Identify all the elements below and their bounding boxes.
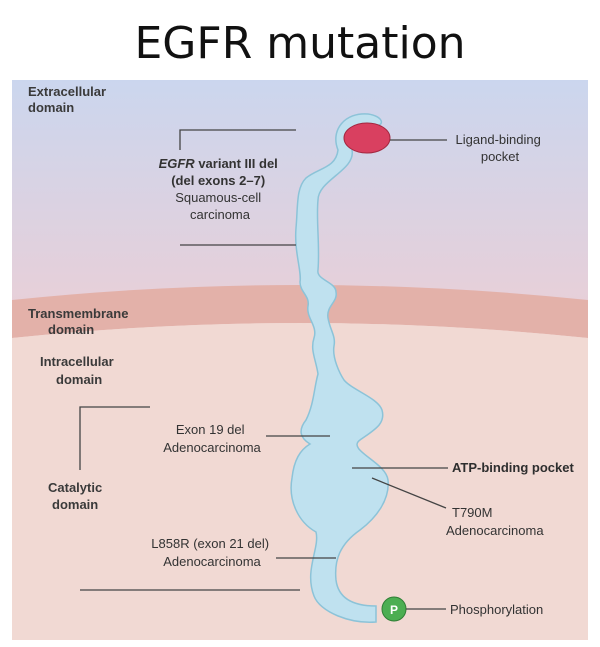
egfr-protein	[290, 113, 389, 623]
cell-membrane	[12, 285, 588, 338]
catalytic-label: Catalytic domain	[48, 480, 106, 512]
intracellular-label: Intracellular domain	[40, 354, 117, 387]
exon19-label: Exon 19 del Adenocarcinoma	[163, 422, 261, 455]
page-title: EGFR mutation	[134, 18, 466, 69]
t790m-pointer-line	[371, 477, 447, 509]
phosphate-symbol: P	[390, 603, 398, 617]
ligand-pocket-label: Ligand-binding pocket	[456, 132, 545, 164]
l858r-label: L858R (exon 21 del) Adenocarcinoma	[151, 536, 272, 569]
catalytic-bracket	[79, 406, 150, 470]
ligand-molecule	[343, 122, 391, 154]
t790m-label: T790M Adenocarcinoma	[446, 505, 544, 538]
egfr-variant-bracket	[179, 129, 252, 150]
atp-pocket-label: ATP-binding pocket	[452, 460, 574, 475]
extracellular-label: Extracellular domain	[28, 84, 110, 115]
phosphorylation-label: Phosphorylation	[450, 602, 543, 617]
egfr-variant-label: EGFR variant III del (del exons 2–7) Squ…	[159, 156, 282, 222]
transmembrane-label: Transmembrane domain	[28, 306, 132, 337]
